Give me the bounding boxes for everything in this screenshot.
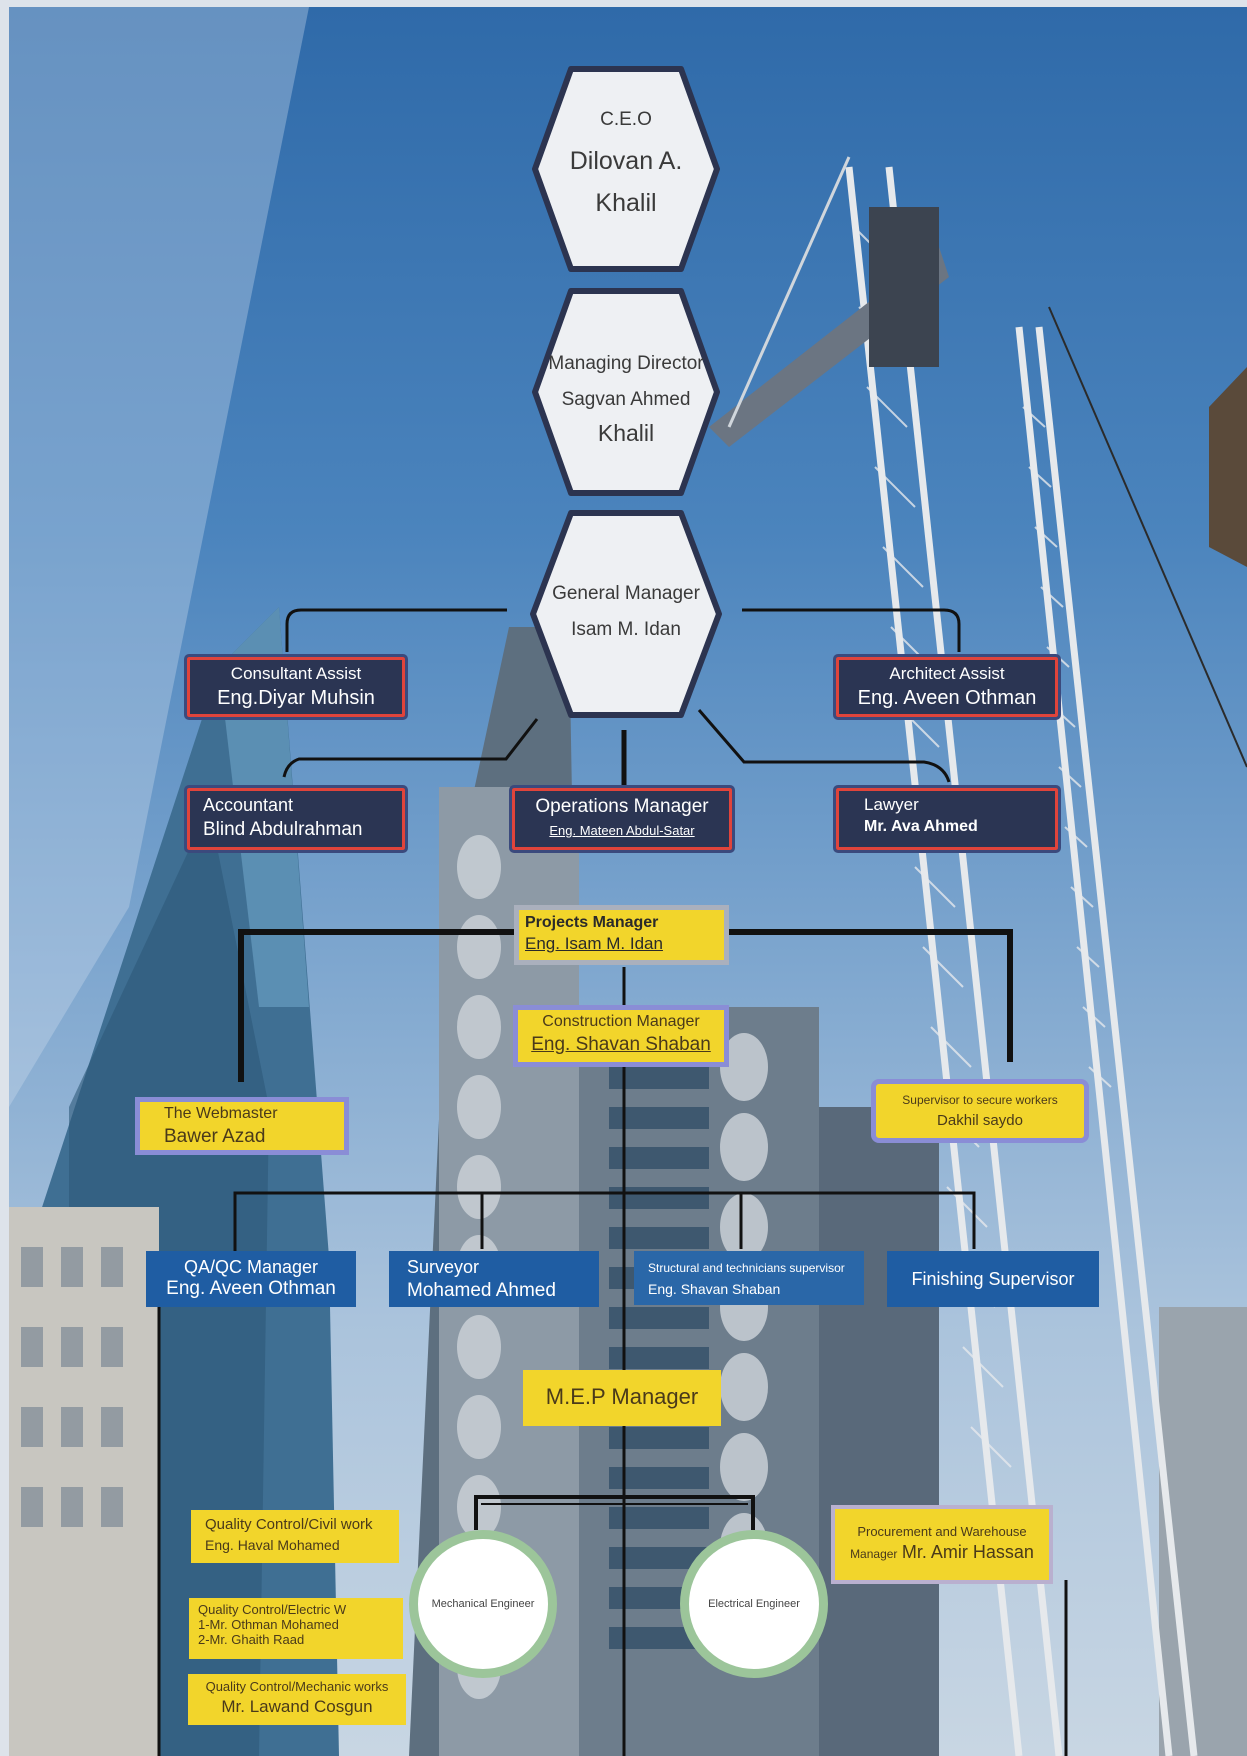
managing-director-title: Managing Director <box>548 353 704 374</box>
ceo-title: C.E.O <box>600 109 652 130</box>
general-manager-title: General Manager <box>552 583 700 604</box>
qc-civil-title: Quality Control/Civil work <box>205 1516 373 1533</box>
lawyer-title: Lawyer <box>864 795 919 814</box>
mechanical-engineer-title: Mechanical Engineer <box>431 1598 535 1610</box>
qc-electric-line2: 2-Mr. Ghaith Raad <box>198 1632 305 1647</box>
procurement-prefix: Manager <box>850 1547 898 1561</box>
projects-manager-box: Projects Manager Eng. Isam M. Idan <box>514 905 729 965</box>
consultant-assist-box: Consultant Assist Eng.Diyar Muhsin <box>184 654 408 720</box>
qc-electric-line1: 1-Mr. Othman Mohamed <box>198 1617 339 1632</box>
accountant-name: Blind Abdulrahman <box>203 819 363 840</box>
general-manager-node: General Manager Isam M. Idan <box>523 507 729 721</box>
procurement-box: Procurement and Warehouse Manager Mr. Am… <box>831 1505 1053 1584</box>
webmaster-box: The Webmaster Bawer Azad <box>135 1097 349 1155</box>
qc-electric-title: Quality Control/Electric W <box>198 1602 347 1617</box>
managing-director-name-line2: Khalil <box>597 420 655 446</box>
supervisor-secure-name: Dakhil saydo <box>937 1112 1023 1129</box>
qc-electric-box: Quality Control/Electric W 1-Mr. Othman … <box>189 1598 403 1659</box>
ceo-name-line2: Khalil <box>595 189 657 217</box>
accountant-title: Accountant <box>203 795 294 815</box>
qaqc-manager-box: QA/QC Manager Eng. Aveen Othman <box>146 1251 356 1307</box>
surveyor-box: Surveyor Mohamed Ahmed <box>389 1251 599 1307</box>
finishing-supervisor-box: Finishing Supervisor <box>887 1251 1099 1307</box>
consultant-assist-name: Eng.Diyar Muhsin <box>217 687 375 709</box>
structural-supervisor-box: Structural and technicians supervisor En… <box>634 1251 864 1305</box>
finishing-supervisor-title: Finishing Supervisor <box>911 1269 1075 1289</box>
qc-civil-name: Eng. Haval Mohamed <box>205 1537 340 1553</box>
qaqc-manager-name: Eng. Aveen Othman <box>166 1278 336 1299</box>
structural-supervisor-name: Eng. Shavan Shaban <box>648 1281 781 1297</box>
architect-assist-title: Architect Assist <box>889 664 1005 683</box>
electrical-engineer-node: Electrical Engineer <box>680 1530 828 1678</box>
lawyer-box: Lawyer Mr. Ava Ahmed <box>833 785 1061 853</box>
webmaster-name: Bawer Azad <box>164 1126 266 1147</box>
construction-manager-name: Eng. Shavan Shaban <box>531 1034 711 1055</box>
architect-assist-name: Eng. Aveen Othman <box>857 687 1037 709</box>
webmaster-title: The Webmaster <box>164 1105 278 1122</box>
structural-supervisor-title: Structural and technicians supervisor <box>648 1261 845 1275</box>
org-chart: C.E.O Dilovan A. Khalil Managing Directo… <box>9 7 1247 1756</box>
projects-manager-title: Projects Manager <box>525 914 659 931</box>
supervisor-secure-box: Supervisor to secure workers Dakhil sayd… <box>871 1079 1089 1143</box>
surveyor-name: Mohamed Ahmed <box>407 1280 556 1301</box>
qc-mechanic-name: Mr. Lawand Cosgun <box>221 1697 373 1716</box>
procurement-name: Mr. Amir Hassan <box>901 1542 1034 1562</box>
procurement-title: Procurement and Warehouse <box>857 1524 1027 1539</box>
managing-director-name-line1: Sagvan Ahmed <box>561 389 691 410</box>
mechanical-engineer-node: Mechanical Engineer <box>409 1530 557 1678</box>
qc-mechanic-title: Quality Control/Mechanic works <box>205 1679 389 1694</box>
mep-manager-title: M.E.P Manager <box>545 1384 699 1409</box>
consultant-assist-title: Consultant Assist <box>230 664 362 683</box>
accountant-box: Accountant Blind Abdulrahman <box>184 785 408 853</box>
operations-manager-name: Eng. Mateen Abdul-Satar <box>549 823 695 838</box>
operations-manager-box: Operations Manager Eng. Mateen Abdul-Sat… <box>509 785 735 853</box>
general-manager-name: Isam M. Idan <box>571 619 681 640</box>
surveyor-title: Surveyor <box>407 1257 480 1277</box>
construction-manager-title: Construction Manager <box>542 1013 700 1030</box>
qaqc-manager-title: QA/QC Manager <box>183 1257 319 1277</box>
managing-director-node: Managing Director Sagvan Ahmed Khalil <box>525 285 727 499</box>
hexagon-shape <box>532 288 720 496</box>
operations-manager-title: Operations Manager <box>535 796 709 817</box>
hexagon-shape <box>530 510 722 718</box>
ceo-node: C.E.O Dilovan A. Khalil <box>525 63 727 275</box>
hexagon-shape <box>532 66 720 272</box>
construction-manager-box: Construction Manager Eng. Shavan Shaban <box>513 1005 729 1067</box>
lawyer-name: Mr. Ava Ahmed <box>864 818 978 835</box>
procurement-manager-line: Manager Mr. Amir Hassan <box>835 1542 1049 1563</box>
qc-civil-box: Quality Control/Civil work Eng. Haval Mo… <box>191 1510 399 1563</box>
supervisor-secure-title: Supervisor to secure workers <box>902 1093 1058 1107</box>
ceo-name-line1: Dilovan A. <box>569 147 683 175</box>
projects-manager-name: Eng. Isam M. Idan <box>525 934 663 953</box>
electrical-engineer-title: Electrical Engineer <box>708 1598 800 1610</box>
architect-assist-box: Architect Assist Eng. Aveen Othman <box>833 654 1061 720</box>
mep-manager-box: M.E.P Manager <box>523 1370 721 1426</box>
qc-mechanic-box: Quality Control/Mechanic works Mr. Lawan… <box>188 1674 406 1725</box>
connector-lines <box>157 608 1068 1756</box>
